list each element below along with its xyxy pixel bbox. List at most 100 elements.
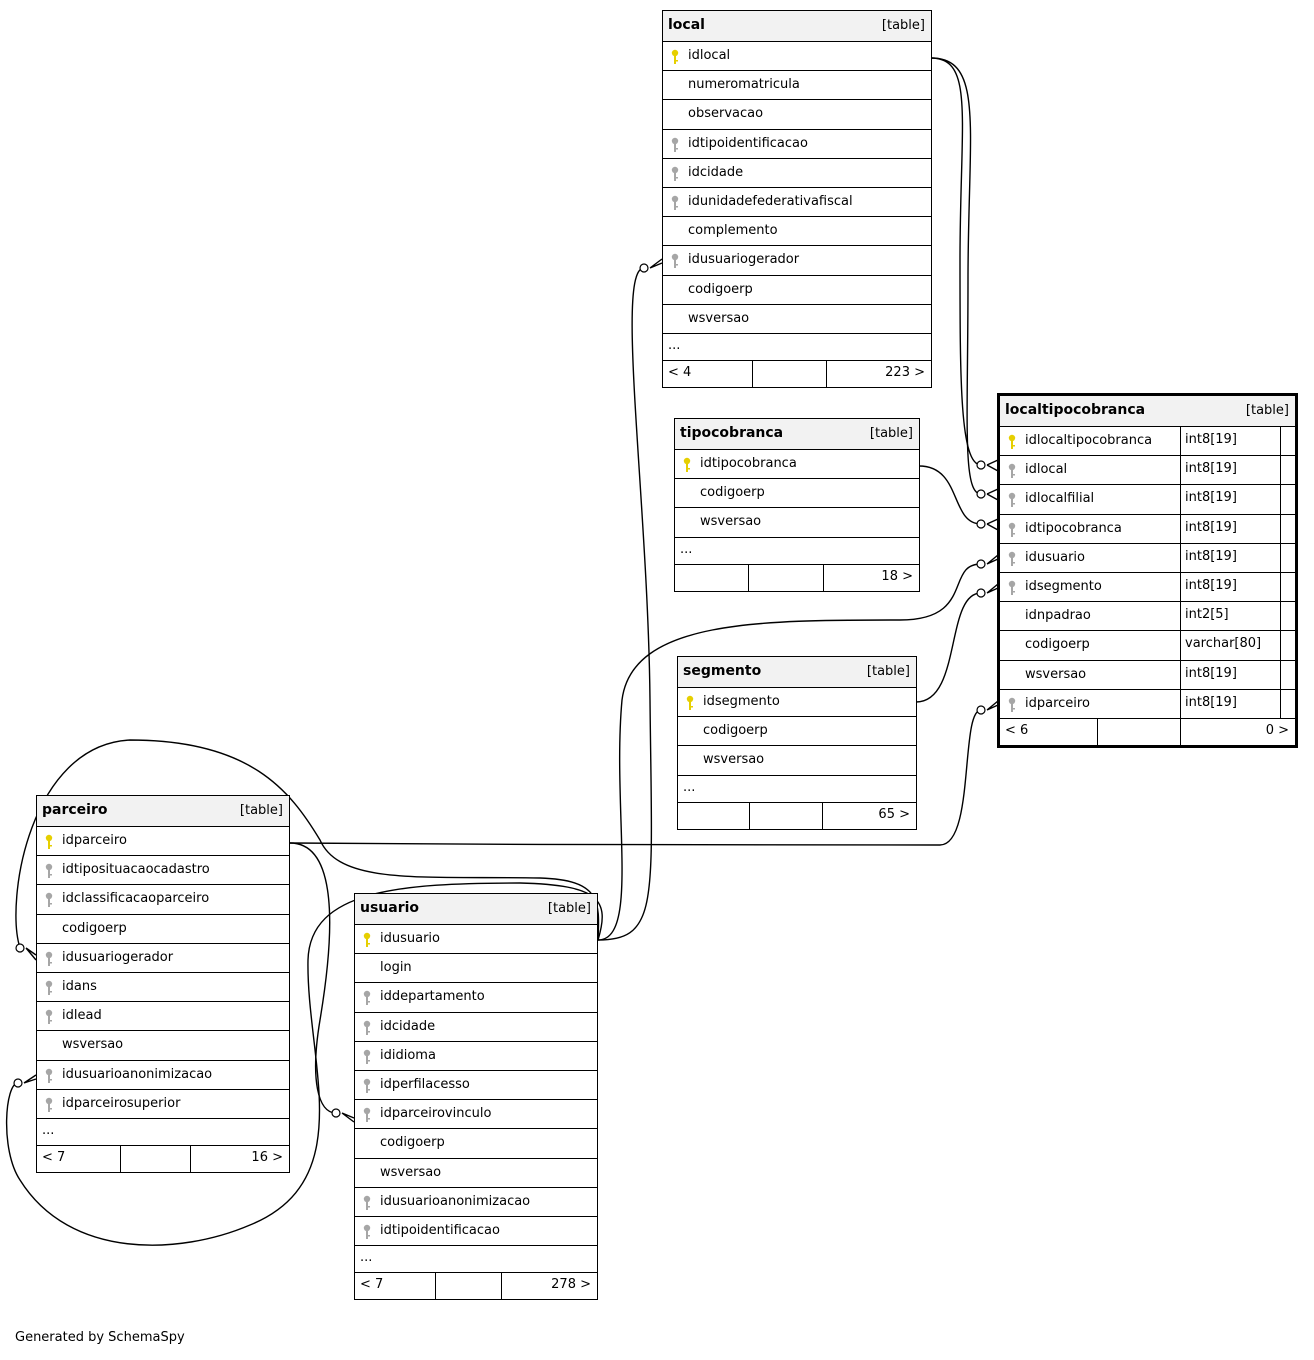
column-name: idusuariogerador xyxy=(688,252,800,268)
column-row: idcidade xyxy=(663,159,931,188)
column-row: idlead xyxy=(37,1002,289,1032)
foreign-key-icon xyxy=(45,892,53,908)
column-row: observacao xyxy=(663,100,931,130)
table-footer: < 6 0 > xyxy=(1000,718,1295,745)
foreign-key-icon xyxy=(671,253,679,269)
foreign-key-icon xyxy=(45,1068,53,1084)
foreign-key-icon xyxy=(1008,492,1016,508)
children-link[interactable]: 223 > xyxy=(885,364,925,380)
foreign-key-icon xyxy=(363,1020,371,1036)
table-type: [table] xyxy=(866,664,910,679)
more-columns: ... xyxy=(355,1246,597,1274)
column-name: observacao xyxy=(688,106,764,122)
column-row: idsegmento xyxy=(678,688,916,718)
parents-link[interactable]: < 6 xyxy=(1005,722,1029,738)
column-name: wsversao xyxy=(688,310,750,326)
column-name: codigoerp xyxy=(62,920,127,936)
parents-link[interactable]: < 7 xyxy=(360,1277,384,1293)
parents-link[interactable] xyxy=(675,565,680,591)
column-row: idparceirosuperior xyxy=(37,1090,289,1119)
column-name: codigoerp xyxy=(1025,637,1090,653)
column-row: idclassificacaoparceiro xyxy=(37,885,289,915)
foreign-key-icon xyxy=(671,195,679,211)
column-name: idusuario xyxy=(1025,549,1085,565)
column-type: int8[19] xyxy=(1180,572,1280,602)
column-row: idtipoidentificacao xyxy=(663,130,931,159)
table-header: usuario [table] xyxy=(355,894,597,925)
ellipsis-text: ... xyxy=(683,779,696,795)
primary-key-icon xyxy=(363,932,371,948)
column-name: numeromatricula xyxy=(688,77,800,93)
column-type: varchar[80] xyxy=(1180,631,1280,660)
column-row: wsversao xyxy=(675,508,919,538)
children-link[interactable]: 65 > xyxy=(878,806,910,822)
foreign-key-icon xyxy=(45,863,53,879)
ellipsis-text: ... xyxy=(42,1122,55,1138)
column-name: idparceirovinculo xyxy=(380,1106,492,1122)
foreign-key-icon xyxy=(45,980,53,996)
column-name: idparceirosuperior xyxy=(62,1095,181,1111)
column-name: login xyxy=(380,960,412,976)
column-row: numeromatricula xyxy=(663,71,931,101)
column-name: codigoerp xyxy=(380,1135,445,1151)
column-row: codigoerp xyxy=(355,1129,597,1159)
edge-local-to-ltc-idlocalfilial xyxy=(930,57,982,495)
column-name: idusuarioanonimizacao xyxy=(380,1193,531,1209)
column-row: codigoerp varchar[80] xyxy=(1000,631,1295,661)
column-name: iddepartamento xyxy=(380,989,485,1005)
edge-local-to-ltc-idlocal xyxy=(930,57,982,466)
parents-link[interactable]: < 7 xyxy=(42,1149,66,1165)
primary-key-icon xyxy=(1008,434,1016,450)
column-name: idcidade xyxy=(380,1018,436,1034)
foreign-key-icon xyxy=(1008,580,1016,596)
column-type: int8[19] xyxy=(1180,456,1280,485)
more-columns: ... xyxy=(663,334,931,361)
column-name: idlead xyxy=(62,1008,102,1024)
parents-link[interactable]: < 4 xyxy=(668,364,692,380)
table-name: usuario xyxy=(360,900,420,916)
table-footer: 18 > xyxy=(675,564,919,591)
column-row: idusuariogerador xyxy=(663,246,931,276)
children-link[interactable]: 16 > xyxy=(251,1149,283,1165)
table-footer: 65 > xyxy=(678,802,916,829)
column-name: complemento xyxy=(688,223,778,239)
foreign-key-icon xyxy=(45,1097,53,1113)
edge-tipocobranca-to-ltc xyxy=(918,465,982,525)
table-usuario[interactable]: usuario [table] idusuario login iddepartam… xyxy=(354,893,598,1301)
column-name: idusuario xyxy=(380,931,440,946)
children-link[interactable]: 278 > xyxy=(551,1277,591,1293)
children-link[interactable]: 18 > xyxy=(881,568,913,584)
column-name: idans xyxy=(62,978,97,994)
table-footer: < 7 16 > xyxy=(37,1145,289,1172)
column-name: wsversao xyxy=(703,752,765,768)
table-name: localtipocobranca xyxy=(1005,402,1146,418)
primary-key-icon xyxy=(45,834,53,850)
column-row: wsversao xyxy=(678,746,916,776)
table-name: parceiro xyxy=(42,802,108,818)
table-localtipocobranca[interactable]: localtipocobranca [table] idlocaltipocob… xyxy=(997,393,1298,748)
column-name: idlocal xyxy=(1025,462,1068,478)
column-name: idlocaltipocobranca xyxy=(1025,433,1153,448)
table-type: [table] xyxy=(869,426,913,441)
table-footer: < 4 223 > xyxy=(663,360,931,387)
column-name: idusuariogerador xyxy=(62,949,174,965)
column-row: codigoerp xyxy=(37,915,289,944)
ellipsis-text: ... xyxy=(680,541,693,557)
column-row: idtiposituacaocadastro xyxy=(37,856,289,886)
column-type: int8[19] xyxy=(1180,660,1280,689)
more-columns: ... xyxy=(678,776,916,803)
table-type: [table] xyxy=(1245,403,1289,418)
column-name: idusuarioanonimizacao xyxy=(62,1066,213,1082)
parents-link[interactable] xyxy=(678,803,683,829)
column-row: idtipoidentificacao xyxy=(355,1217,597,1247)
column-row: idans xyxy=(37,973,289,1003)
children-link[interactable]: 0 > xyxy=(1265,722,1289,738)
